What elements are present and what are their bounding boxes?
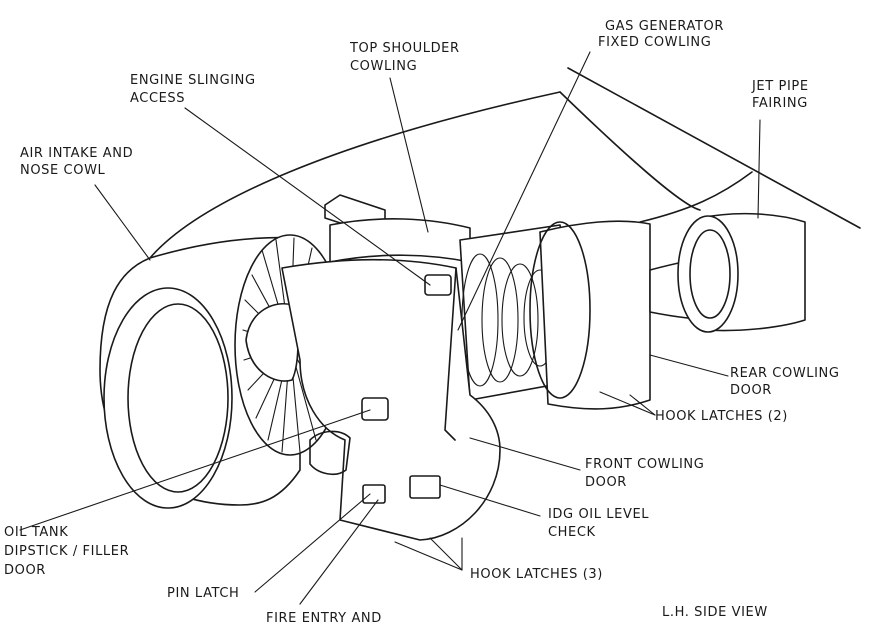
label-oil-tank: OIL TANK DIPSTICK / FILLER DOOR <box>4 525 134 578</box>
label-front-cowling: FRONT COWLING DOOR <box>585 457 709 490</box>
front-cowling-door-shape <box>281 258 501 541</box>
leader-top-shoulder <box>389 77 429 233</box>
top-shoulder-cowling <box>329 218 471 263</box>
label-engine-slinging: ENGINE SLINGING ACCESS <box>130 73 260 106</box>
front-cowling-door-edge <box>444 267 457 441</box>
leader-jet-pipe <box>757 119 761 219</box>
engine-drawing <box>99 67 861 541</box>
leader-fire-entry <box>299 499 379 605</box>
leader-air-intake <box>94 184 151 261</box>
pin-latch-panel <box>362 484 386 504</box>
label-fire-entry: FIRE ENTRY AND <box>266 611 382 626</box>
label-gas-generator: GAS GENERATOR FIXED COWLING <box>598 19 729 50</box>
leader-pin-latch <box>254 493 371 593</box>
leader-idg <box>439 484 541 517</box>
leader-slinging <box>184 107 431 286</box>
fairing-upper-line <box>639 171 753 223</box>
jet-pipe-nozzle-inner <box>689 229 731 319</box>
label-view-caption: L.H. SIDE VIEW <box>662 605 768 620</box>
label-pin-latch: PIN LATCH <box>167 586 239 601</box>
label-hook-latches-3: HOOK LATCHES (3) <box>470 567 603 582</box>
rear-cowling-lip <box>529 221 591 399</box>
pylon-line <box>567 67 861 229</box>
rear-cowling-door-shape <box>539 220 651 410</box>
slinging-access-panel <box>424 274 452 296</box>
leader-lines <box>19 51 761 605</box>
label-jet-pipe: JET PIPE FAIRING <box>751 79 813 111</box>
label-air-intake: AIR INTAKE AND NOSE COWL <box>20 146 138 178</box>
leader-oil-tank <box>19 409 371 531</box>
leader-gas-generator <box>457 51 591 331</box>
leader-hook-2a <box>599 391 656 416</box>
leader-hook-3a <box>394 541 463 571</box>
jet-pipe-nozzle <box>677 215 739 333</box>
leader-hook-2b <box>629 394 656 416</box>
leader-rear-cowling <box>649 354 729 377</box>
labels: GAS GENERATOR FIXED COWLING TOP SHOULDER… <box>4 19 844 626</box>
leader-hook-3b <box>429 537 463 571</box>
leader-front-cowling <box>469 437 581 471</box>
air-intake-lip <box>103 287 233 509</box>
label-top-shoulder: TOP SHOULDER COWLING <box>349 41 464 74</box>
label-idg: IDG OIL LEVEL CHECK <box>548 507 654 540</box>
label-hook-latches-2: HOOK LATCHES (2) <box>655 409 788 424</box>
pylon-to-fairing-line <box>559 91 701 211</box>
air-intake-inner <box>127 303 229 493</box>
idg-oil-panel <box>409 475 441 499</box>
oil-tank-door-panel <box>361 397 389 421</box>
nacelle-upper-outline <box>149 91 561 259</box>
label-rear-cowling: REAR COWLING DOOR <box>730 366 844 398</box>
accessory-gearbox <box>309 430 351 476</box>
